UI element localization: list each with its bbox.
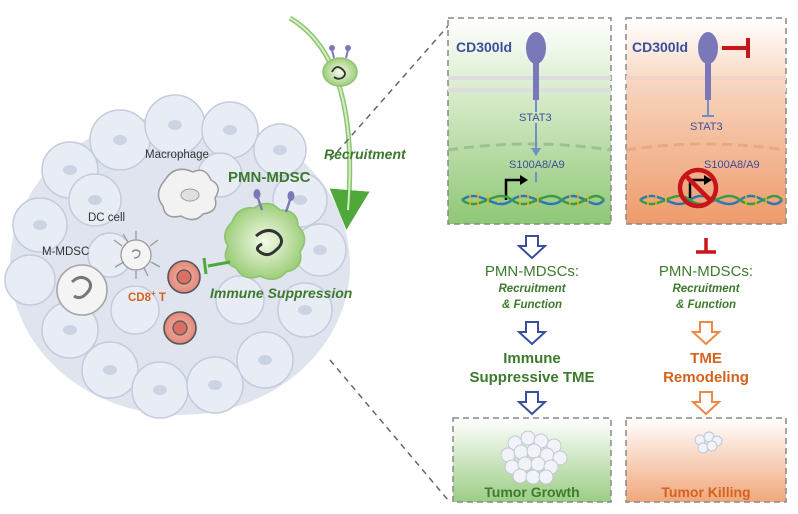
cd8-t-cell-icon: [163, 260, 201, 345]
knockout-tme-line1: TME: [690, 350, 722, 367]
outcome-box-killing: [625, 417, 787, 503]
pmn-mdsc-label: PMN-MDSC: [228, 169, 311, 186]
inhibition-line: [207, 260, 231, 268]
normal-tme-line1: Immune: [503, 350, 561, 367]
knockout-receptor-label: CD300ld: [632, 39, 689, 55]
dc-cell-label: DC cell: [88, 212, 126, 224]
cd8-t-label-suffix: T: [155, 291, 166, 304]
macrophage-icon: [157, 168, 219, 221]
blocked-icon: [677, 167, 719, 209]
knockout-tme-line2: Remodeling: [663, 369, 749, 386]
immune-suppression-label: Immune Suppression: [210, 285, 353, 301]
zoom-line-top: [329, 25, 449, 161]
macrophage-label: Macrophage: [145, 149, 209, 161]
cd8-t-label-sup: +: [151, 289, 156, 298]
m-mdsc-icon: [56, 264, 108, 316]
tumor-mass: [4, 94, 350, 419]
normal-result-sub1: Recruitment: [498, 283, 566, 295]
normal-stat3-label: STAT3: [519, 112, 552, 124]
outcome-killing-label: Tumor Killing: [661, 484, 751, 500]
knockout-stat3-label: STAT3: [690, 121, 723, 133]
knockout-result-sub2: & Function: [675, 299, 737, 311]
flow-arrows-knockout: [690, 238, 722, 416]
panel-normal-signaling: [447, 17, 612, 225]
normal-receptor-label: CD300ld: [456, 39, 513, 55]
knockout-result-sub1: Recruitment: [672, 283, 740, 295]
circulating-mdsc-icon: [322, 45, 358, 87]
outcome-growth-label: Tumor Growth: [484, 484, 580, 500]
knockout-result-title: PMN-MDSCs:: [658, 263, 754, 280]
cd8-t-label: CD8+ T: [128, 290, 166, 304]
panel-knockout-signaling: [625, 17, 787, 225]
pmn-mdsc-icon: [224, 189, 306, 280]
m-mdsc-label: M-MDSC: [42, 246, 90, 258]
recruitment-label: Recruitment: [324, 146, 406, 162]
normal-s100-label: S100A8/A9: [509, 159, 565, 171]
zoom-line-bottom: [329, 359, 449, 501]
outcome-box-growth: [452, 417, 612, 503]
knockout-s100-label: S100A8/A9: [704, 159, 760, 171]
flow-arrows-normal: [516, 235, 548, 416]
normal-tme-line2: Suppressive TME: [469, 369, 595, 386]
cd8-t-label-main: CD8: [128, 291, 152, 304]
dc-cell-icon: [113, 231, 161, 279]
normal-result-sub2: & Function: [501, 299, 563, 311]
normal-result-title: PMN-MDSCs:: [484, 263, 580, 280]
